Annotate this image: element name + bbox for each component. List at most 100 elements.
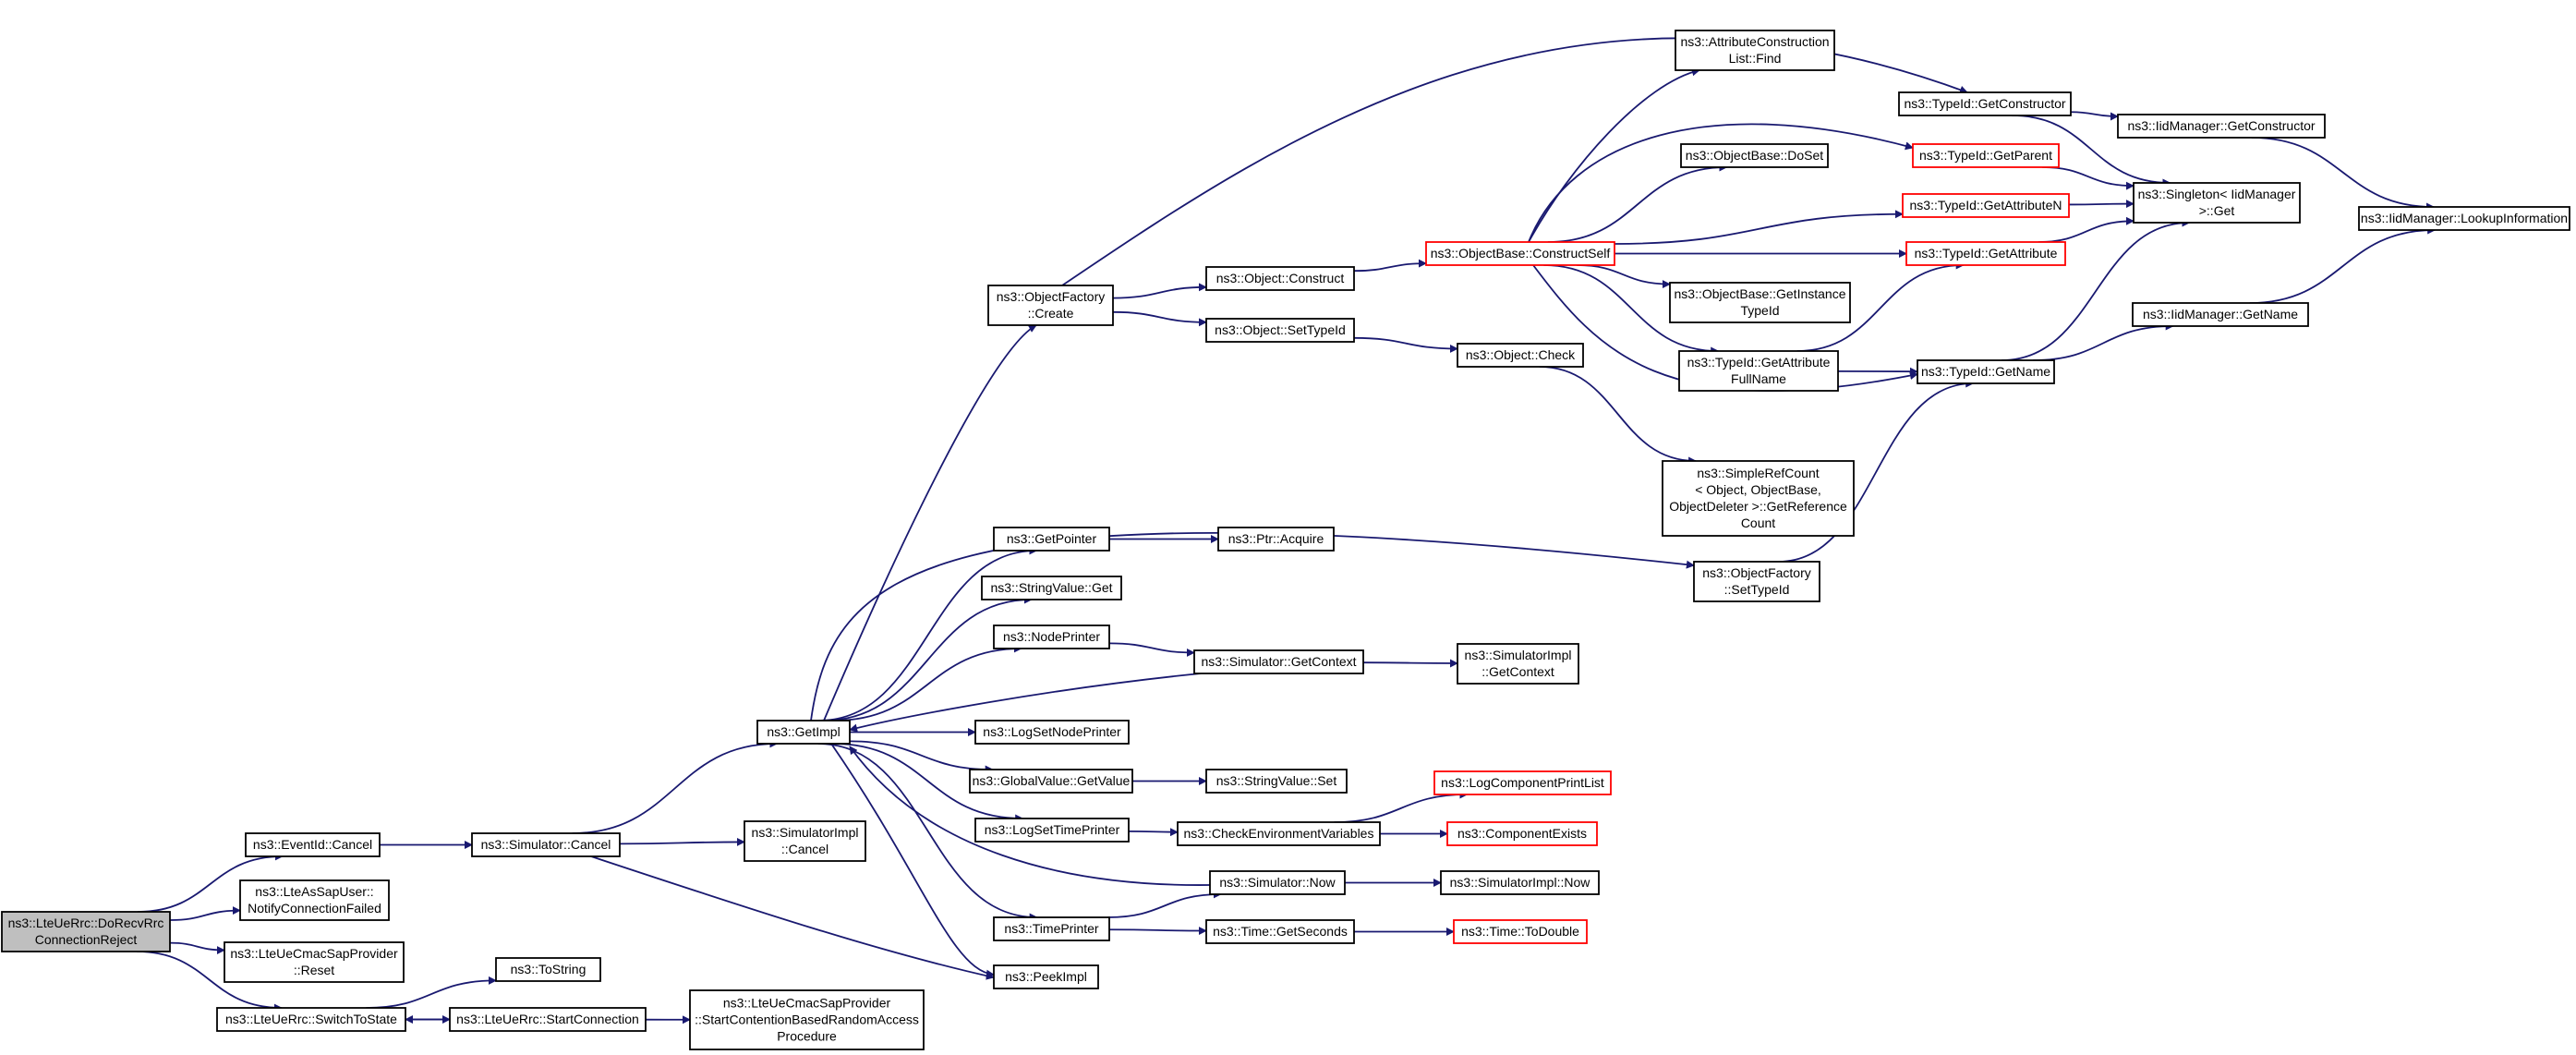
node-startcontention[interactable]: ns3::LteUeCmacSapProvider::StartContenti… (689, 989, 925, 1050)
node-box[interactable] (1433, 770, 1612, 795)
node-box[interactable] (689, 989, 925, 1050)
node-objbase_constructself[interactable]: ns3::ObjectBase::ConstructSelf (1425, 241, 1615, 266)
node-box[interactable] (1205, 919, 1355, 944)
node-box[interactable] (1, 911, 171, 952)
node-box[interactable] (1680, 143, 1829, 168)
node-typeid_getattribute[interactable]: ns3::TypeId::GetAttribute (1905, 241, 2066, 266)
node-typeid_getname[interactable]: ns3::TypeId::GetName (1917, 359, 2055, 384)
node-box[interactable] (495, 957, 601, 982)
node-typeid_getparent[interactable]: ns3::TypeId::GetParent (1912, 143, 2060, 168)
node-box[interactable] (1425, 241, 1615, 266)
node-box[interactable] (1453, 919, 1588, 944)
node-simimpl_cancel[interactable]: ns3::SimulatorImpl::Cancel (744, 820, 866, 862)
node-sim_cancel[interactable]: ns3::Simulator::Cancel (471, 832, 621, 857)
node-sim_getcontext[interactable]: ns3::Simulator::GetContext (1193, 649, 1364, 674)
node-time_getseconds[interactable]: ns3::Time::GetSeconds (1205, 919, 1355, 944)
node-singleton_get[interactable]: ns3::Singleton< IidManager >::Get (2133, 182, 2301, 224)
node-box[interactable] (2132, 302, 2309, 327)
node-box[interactable] (969, 769, 1133, 794)
node-getpointer[interactable]: ns3::GetPointer (993, 527, 1110, 552)
node-box[interactable] (974, 818, 1130, 843)
node-box[interactable] (1662, 460, 1855, 537)
node-stringvalue_set[interactable]: ns3::StringValue::Set (1205, 769, 1348, 794)
node-componentexists[interactable]: ns3::ComponentExists (1446, 821, 1598, 846)
node-box[interactable] (1898, 91, 2072, 116)
node-box[interactable] (1205, 769, 1348, 794)
node-nodeprinter[interactable]: ns3::NodePrinter (993, 625, 1110, 649)
node-box[interactable] (981, 576, 1122, 600)
node-switchtostate[interactable]: ns3::LteUeRrc::SwitchToState (216, 1007, 406, 1032)
node-box[interactable] (1675, 30, 1835, 71)
node-ptr_acquire[interactable]: ns3::Ptr::Acquire (1217, 527, 1335, 552)
node-logsetnodeprinter[interactable]: ns3::LogSetNodePrinter (974, 720, 1130, 745)
node-box[interactable] (471, 832, 621, 857)
node-iidmanager_lookupinformation[interactable]: ns3::IidManager::LookupInformation (2358, 206, 2570, 231)
node-box[interactable] (1177, 821, 1381, 846)
node-box[interactable] (2133, 182, 2301, 224)
node-box[interactable] (449, 1007, 647, 1032)
node-box[interactable] (2358, 206, 2570, 231)
node-objfactory_create[interactable]: ns3::ObjectFactory::Create (987, 285, 1114, 326)
node-box[interactable] (744, 820, 866, 862)
node-simplerefcount[interactable]: ns3::SimpleRefCount< Object, ObjectBase,… (1662, 460, 1855, 537)
node-time_todouble[interactable]: ns3::Time::ToDouble (1453, 919, 1588, 944)
node-objbase_doset[interactable]: ns3::ObjectBase::DoSet (1680, 143, 1829, 168)
node-box[interactable] (756, 720, 851, 745)
node-typeid_getconstructor[interactable]: ns3::TypeId::GetConstructor (1898, 91, 2072, 116)
node-simimpl_now[interactable]: ns3::SimulatorImpl::Now (1440, 870, 1600, 895)
node-box[interactable] (1457, 343, 1584, 368)
node-peekimpl[interactable]: ns3::PeekImpl (993, 964, 1099, 989)
node-box[interactable] (1205, 318, 1355, 343)
node-box[interactable] (1446, 821, 1598, 846)
node-timeprinter[interactable]: ns3::TimePrinter (993, 916, 1110, 941)
node-box[interactable] (993, 625, 1110, 649)
node-box[interactable] (1457, 643, 1579, 685)
node-iidmanager_getname[interactable]: ns3::IidManager::GetName (2132, 302, 2309, 327)
node-box[interactable] (1693, 561, 1820, 602)
node-box[interactable] (1912, 143, 2060, 168)
node-box[interactable] (993, 916, 1110, 941)
node-box[interactable] (1669, 282, 1851, 323)
node-object_settypeid[interactable]: ns3::Object::SetTypeId (1205, 318, 1355, 343)
node-iidmanager_getconstructor[interactable]: ns3::IidManager::GetConstructor (2117, 114, 2326, 139)
node-simimpl_getcontext[interactable]: ns3::SimulatorImpl::GetContext (1457, 643, 1579, 685)
node-stringvalue_get[interactable]: ns3::StringValue::Get (981, 576, 1122, 600)
node-lteassap_notify[interactable]: ns3::LteAsSapUser::NotifyConnectionFaile… (239, 879, 390, 921)
node-box[interactable] (1917, 359, 2055, 384)
node-globalvalue_getvalue[interactable]: ns3::GlobalValue::GetValue (969, 769, 1133, 794)
node-objfactory_settypeid[interactable]: ns3::ObjectFactory::SetTypeId (1693, 561, 1820, 602)
node-logcomponentprintlist[interactable]: ns3::LogComponentPrintList (1433, 770, 1612, 795)
node-getimpl[interactable]: ns3::GetImpl (756, 720, 851, 745)
node-box[interactable] (1205, 266, 1355, 291)
node-box[interactable] (1905, 241, 2066, 266)
node-box[interactable] (1209, 870, 1346, 895)
node-box[interactable] (1440, 870, 1600, 895)
node-box[interactable] (987, 285, 1114, 326)
node-cmacsap_reset[interactable]: ns3::LteUeCmacSapProvider::Reset (224, 941, 405, 983)
node-box[interactable] (216, 1007, 406, 1032)
node-box[interactable] (2117, 114, 2326, 139)
node-box[interactable] (1678, 350, 1839, 392)
node-box[interactable] (245, 832, 381, 857)
node-checkenv[interactable]: ns3::CheckEnvironmentVariables (1177, 821, 1381, 846)
node-logsettimeprinter[interactable]: ns3::LogSetTimePrinter (974, 818, 1130, 843)
node-sim_now[interactable]: ns3::Simulator::Now (1209, 870, 1346, 895)
node-box[interactable] (1902, 193, 2070, 218)
node-typeid_getattributen[interactable]: ns3::TypeId::GetAttributeN (1902, 193, 2070, 218)
node-box[interactable] (974, 720, 1130, 745)
node-box[interactable] (993, 964, 1099, 989)
node-object_check[interactable]: ns3::Object::Check (1457, 343, 1584, 368)
node-object_construct[interactable]: ns3::Object::Construct (1205, 266, 1355, 291)
node-eventid_cancel[interactable]: ns3::EventId::Cancel (245, 832, 381, 857)
node-box[interactable] (239, 879, 390, 921)
node-box[interactable] (1217, 527, 1335, 552)
node-box[interactable] (993, 527, 1110, 552)
node-box[interactable] (1193, 649, 1364, 674)
node-tostring[interactable]: ns3::ToString (495, 957, 601, 982)
node-startconnection[interactable]: ns3::LteUeRrc::StartConnection (449, 1007, 647, 1032)
node-box[interactable] (224, 941, 405, 983)
